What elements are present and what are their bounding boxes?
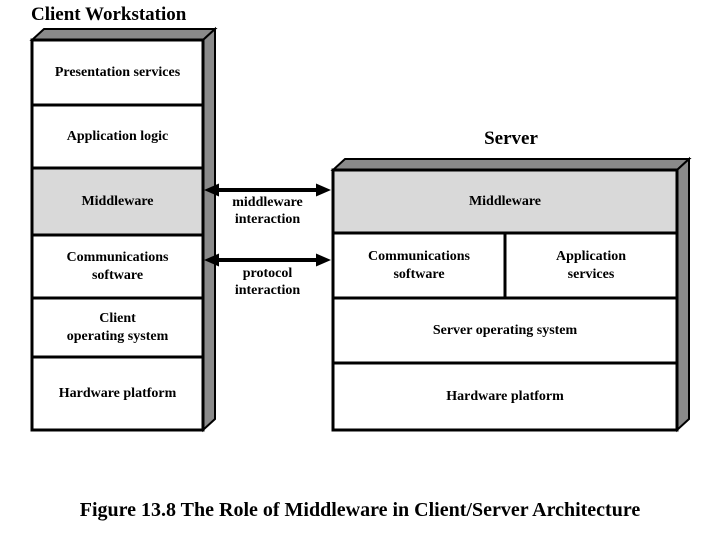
server-outline xyxy=(331,168,679,432)
server-title: Server xyxy=(484,128,538,149)
client-stack-shape xyxy=(29,26,218,433)
arrowhead-left-icon xyxy=(204,253,219,267)
protocol-interaction-arrow xyxy=(204,253,331,267)
arrowhead-left-icon xyxy=(204,183,219,197)
client-layer-middleware: Middleware xyxy=(81,193,154,209)
server-layer-hardware-platform: Hardware platform xyxy=(446,388,564,404)
client-workstation-title: Client Workstation xyxy=(31,4,187,25)
server-side-extrusion xyxy=(676,156,690,433)
middleware-interaction-label: middleware interaction xyxy=(232,194,303,228)
middleware-interaction-arrow xyxy=(204,183,331,197)
server-layer-application-services: Application services xyxy=(555,249,626,282)
arrowhead-right-icon xyxy=(316,183,331,197)
server-layer-communications-software: Communications software xyxy=(368,249,470,282)
client-layer-communications-software: Communications software xyxy=(66,250,169,283)
client-layer-application-logic: Application logic xyxy=(66,128,169,144)
client-layer-operating-system: Client operating system xyxy=(66,311,169,344)
figure-caption: Figure 13.8 The Role of Middleware in Cl… xyxy=(79,499,641,521)
server-middleware-highlight xyxy=(333,170,677,233)
client-side-extrusion xyxy=(202,26,216,433)
server-stack-shape xyxy=(330,156,692,433)
client-middleware-highlight xyxy=(32,168,203,235)
protocol-interaction-label: protocol interaction xyxy=(234,265,301,299)
client-layer-hardware-platform: Hardware platform xyxy=(58,385,177,401)
client-top-extrusion xyxy=(29,28,218,41)
server-layer-middleware: Middleware xyxy=(468,193,542,209)
server-top-extrusion xyxy=(330,158,692,171)
arrowhead-right-icon xyxy=(316,253,331,267)
server-layer-operating-system: Server operating system xyxy=(432,322,578,338)
client-outline xyxy=(30,38,205,432)
client-layer-presentation-services: Presentation services xyxy=(54,64,181,80)
